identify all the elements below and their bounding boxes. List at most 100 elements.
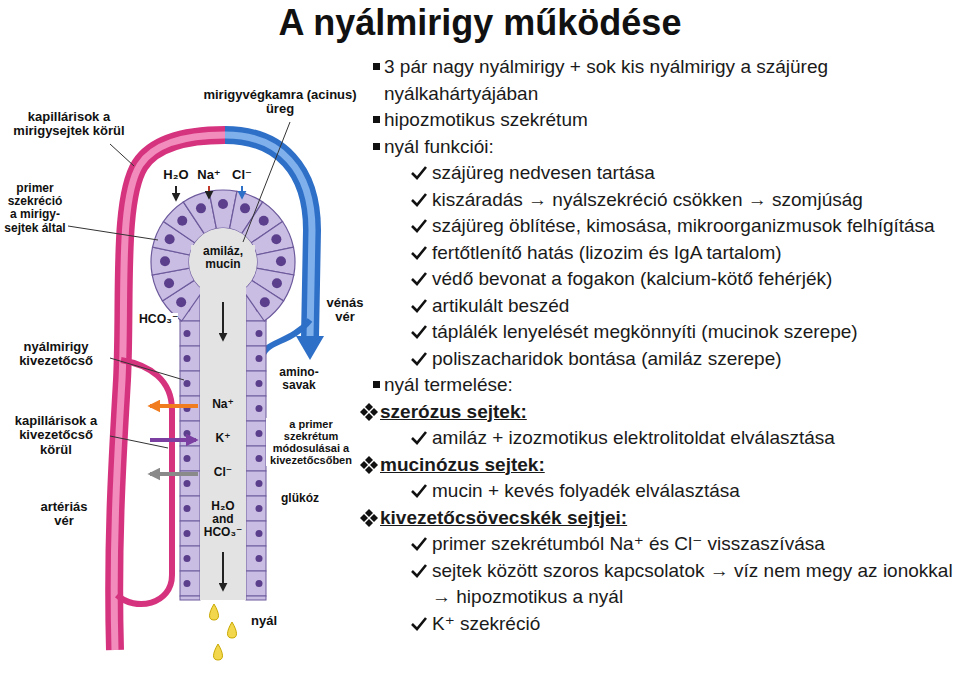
duct-cell xyxy=(180,571,200,596)
list-item: poliszacharidok bontása (amiláz szerepe) xyxy=(360,346,957,373)
list-item: mucinózus sejtek: xyxy=(360,452,957,479)
sodium-arrow xyxy=(208,186,210,198)
bullet-diamond xyxy=(365,509,373,517)
bullet-diamond xyxy=(370,514,378,522)
cell-nucleus xyxy=(256,455,263,462)
list-text: kiszáradás → nyálszekréció csökken → szo… xyxy=(432,189,863,210)
list-text: sejtek között szoros kapcsolatok → víz n… xyxy=(432,560,953,608)
list-item: hipozmotikus szekrétum xyxy=(360,107,957,134)
cell-nucleus xyxy=(271,234,281,244)
bullet-check xyxy=(412,432,426,443)
cell-nucleus xyxy=(218,199,228,209)
list-item: 3 pár nagy nyálmirigy + sok kis nyálmiri… xyxy=(360,54,957,107)
bullet-diamond xyxy=(360,403,378,421)
duct-cell xyxy=(180,421,200,446)
illustration-label: H₂O xyxy=(160,168,192,182)
leader-line xyxy=(68,226,158,240)
cell-nucleus xyxy=(177,216,187,226)
duct-cell xyxy=(246,571,266,596)
bullet-check xyxy=(410,536,428,552)
bullet-check xyxy=(410,218,428,234)
list-item: nyál termelése: xyxy=(360,372,957,399)
vein-arrowhead xyxy=(296,336,324,360)
bullet-check xyxy=(412,326,426,337)
bullet-diamond xyxy=(360,461,368,469)
bullet-check xyxy=(412,353,426,364)
page-title: A nyálmirigy működése xyxy=(180,2,780,43)
cell-nucleus xyxy=(256,430,263,437)
duct-cell xyxy=(246,371,266,396)
bullet-check xyxy=(412,247,426,258)
bullet-check xyxy=(412,273,426,284)
duct-cell xyxy=(246,446,266,471)
cell-nucleus xyxy=(184,480,191,487)
list-item: primer szekrétumból Na⁺ és Cl⁻ visszaszí… xyxy=(360,531,957,558)
bullet-check xyxy=(410,324,428,340)
cell-nucleus xyxy=(256,555,263,562)
illustration-label: amino- savak xyxy=(270,366,328,392)
illustration-label: a primer szekrétum módosulásai a kivezet… xyxy=(266,418,356,466)
cell-nucleus xyxy=(256,530,263,537)
list-item: amiláz + izozmotikus elektrolitoldat elv… xyxy=(360,425,957,452)
duct-cell xyxy=(180,371,200,396)
cell-nucleus xyxy=(196,203,206,213)
illustration-label: Cl⁻ xyxy=(230,168,254,182)
duct-cell xyxy=(246,546,266,571)
potassium-secretion-arrow xyxy=(150,438,196,442)
illustration-label: amiláz, mucin xyxy=(191,245,255,271)
bullet-check xyxy=(410,192,428,208)
cell-nucleus xyxy=(164,278,174,288)
bullet-check xyxy=(410,165,428,181)
list-item: szerózus sejtek: xyxy=(360,399,957,426)
illustration-label: kapillárisok a mirigysejtek körül xyxy=(4,110,134,139)
bullet-diamond xyxy=(360,509,378,527)
bullet-square xyxy=(373,143,380,150)
duct-cell xyxy=(180,546,200,571)
list-item: kiszáradás → nyálszekréció csökken → szo… xyxy=(360,187,957,214)
cell-nucleus xyxy=(256,330,263,337)
chloride-arrow xyxy=(241,186,243,198)
list-item: mucin + kevés folyadék elválasztása xyxy=(360,478,957,505)
illustration-label: nyálmirigy kivezetőcső xyxy=(4,340,108,369)
cell-nucleus xyxy=(256,380,263,387)
list-item: nyál funkciói: xyxy=(360,134,957,161)
bullet-square xyxy=(372,142,382,152)
cell-nucleus xyxy=(260,297,270,307)
cell-nucleus xyxy=(165,234,175,244)
duct-cell xyxy=(180,496,200,521)
illustration-label: vénás vér xyxy=(322,296,368,325)
bullet-check xyxy=(412,538,426,549)
bullet-square xyxy=(372,62,382,72)
chloride-reabsorption-arrow xyxy=(150,472,198,476)
cell-nucleus xyxy=(160,256,170,266)
list-item: szájüreg öblítése, kimosása, mikroorgani… xyxy=(360,213,957,240)
bullet-square xyxy=(373,116,380,123)
duct-cell xyxy=(246,346,266,371)
list-item: védő bevonat a fogakon (kalcium-kötő feh… xyxy=(360,266,957,293)
list-item: K⁺ szekréció xyxy=(360,611,957,638)
bullet-diamond xyxy=(360,514,368,522)
list-text: fertőtlenítő hatás (lizozim és IgA tarta… xyxy=(432,242,782,263)
duct-cell xyxy=(246,321,266,346)
illustration-label: H₂O and HCO₃⁻ xyxy=(200,500,246,540)
bullet-diamond xyxy=(365,466,373,474)
cell-nucleus xyxy=(176,297,186,307)
illustration-label: Na⁺ xyxy=(196,168,222,182)
list-text: szájüreg nedvesen tartása xyxy=(432,162,655,183)
cell-nucleus xyxy=(272,278,282,288)
bullet-diamond xyxy=(365,413,373,421)
list-text: primer szekrétumból Na⁺ és Cl⁻ visszaszí… xyxy=(432,533,825,554)
illustration-label: mirigyvégkamra (acinus) üreg xyxy=(196,88,364,117)
illustration-label: Na⁺ xyxy=(200,398,246,411)
leader-line xyxy=(110,144,134,166)
sodium-reabsorption-arrow xyxy=(150,404,198,408)
text-list: 3 pár nagy nyálmirigy + sok kis nyálmiri… xyxy=(360,54,957,637)
bullet-check xyxy=(410,616,428,632)
bullet-check xyxy=(412,194,426,205)
duct-cell xyxy=(246,471,266,496)
list-item: szájüreg nedvesen tartása xyxy=(360,160,957,187)
cell-nucleus xyxy=(256,355,263,362)
flow-arrow xyxy=(222,552,224,590)
list-text: védő bevonat a fogakon (kalcium-kötő feh… xyxy=(432,268,832,289)
saliva-drop xyxy=(210,604,219,620)
